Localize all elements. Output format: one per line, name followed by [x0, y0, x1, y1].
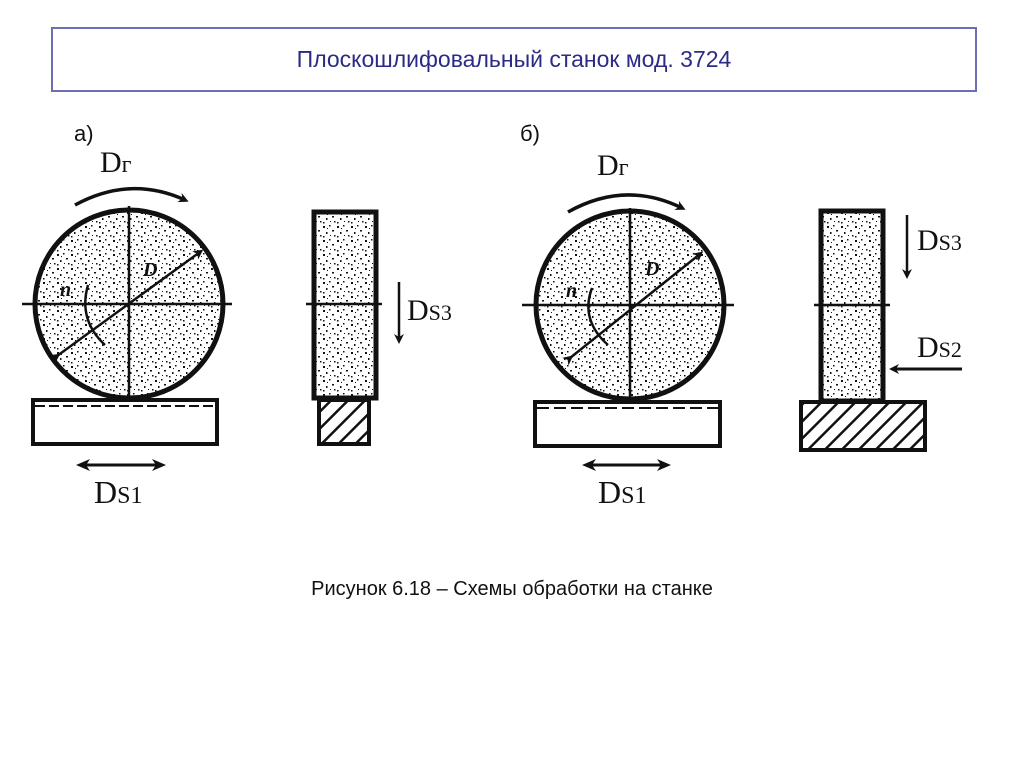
- feed-s3-label-a: DS3: [407, 294, 452, 327]
- diagram-b: Dг n D DS1 DS3 DS2: [522, 149, 962, 510]
- diagram-a: Dг n D DS1 DS3: [22, 146, 452, 510]
- diagram-a-label: а): [74, 121, 94, 146]
- diameter-label-a: D: [142, 259, 157, 281]
- rotation-label-a: Dг: [100, 146, 132, 179]
- workpiece-table-a: [31, 398, 219, 446]
- title-box: Плоскошлифовальный станок мод. 3724: [51, 27, 977, 92]
- feed-s3-label-b: DS3: [917, 224, 962, 257]
- diagram-b-label: б): [520, 121, 540, 146]
- rotation-arrow-icon: [567, 193, 686, 214]
- feed-s1-label-a: DS1: [94, 474, 142, 510]
- rotation-label-b: Dг: [597, 149, 629, 182]
- feed-s1-label-b: DS1: [598, 474, 646, 510]
- feed-s2-label-b: DS2: [917, 331, 962, 364]
- speed-label-a: n: [60, 279, 71, 301]
- rotation-arrow-icon: [74, 186, 189, 207]
- diameter-line: [49, 249, 204, 364]
- slide-title: Плоскошлифовальный станок мод. 3724: [296, 46, 732, 72]
- speed-label-b: n: [566, 280, 577, 302]
- diameter-line: [562, 251, 704, 366]
- figure-caption: Рисунок 6.18 – Схемы обработки на станке: [311, 578, 713, 600]
- workpiece-table-b: [533, 400, 722, 448]
- workpiece-side-b: [799, 400, 927, 452]
- diameter-label-b: D: [644, 258, 659, 280]
- speed-arc-icon: [587, 287, 609, 346]
- workpiece-side-a: [317, 398, 371, 446]
- speed-arc-icon: [84, 284, 106, 346]
